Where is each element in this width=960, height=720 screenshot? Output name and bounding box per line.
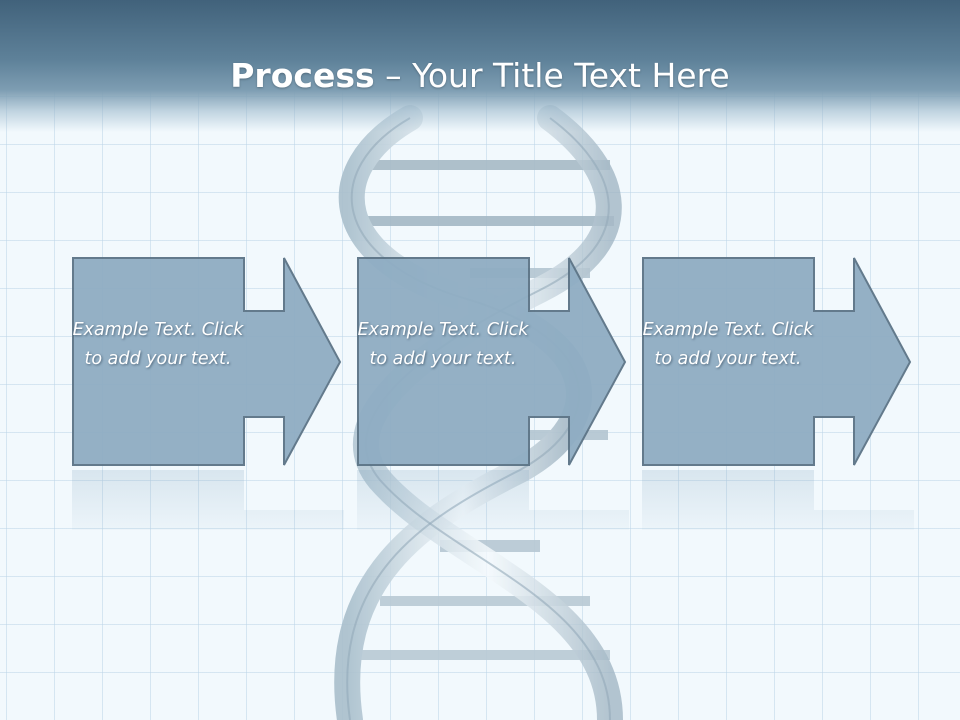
step-3-text: Example Text. Click to add your text. xyxy=(642,320,814,369)
process-step-3[interactable]: Example Text. Click to add your text. xyxy=(642,256,914,530)
process-step-1[interactable]: Example Text. Click to add your text. xyxy=(72,256,344,530)
arrow-box-shape xyxy=(72,257,342,466)
arrow-box-shape xyxy=(642,257,912,466)
arrow-box-shape xyxy=(357,257,627,466)
step-1-text: Example Text. Click to add your text. xyxy=(72,320,244,369)
process-step-2[interactable]: Example Text. Click to add your text. xyxy=(357,256,629,530)
title-bold-text: Process xyxy=(230,56,375,95)
slide-title[interactable]: Process – Your Title Text Here xyxy=(0,54,960,98)
step-2-text: Example Text. Click to add your text. xyxy=(357,320,529,369)
title-rest-text: – Your Title Text Here xyxy=(374,56,730,95)
title-bar xyxy=(0,0,960,132)
